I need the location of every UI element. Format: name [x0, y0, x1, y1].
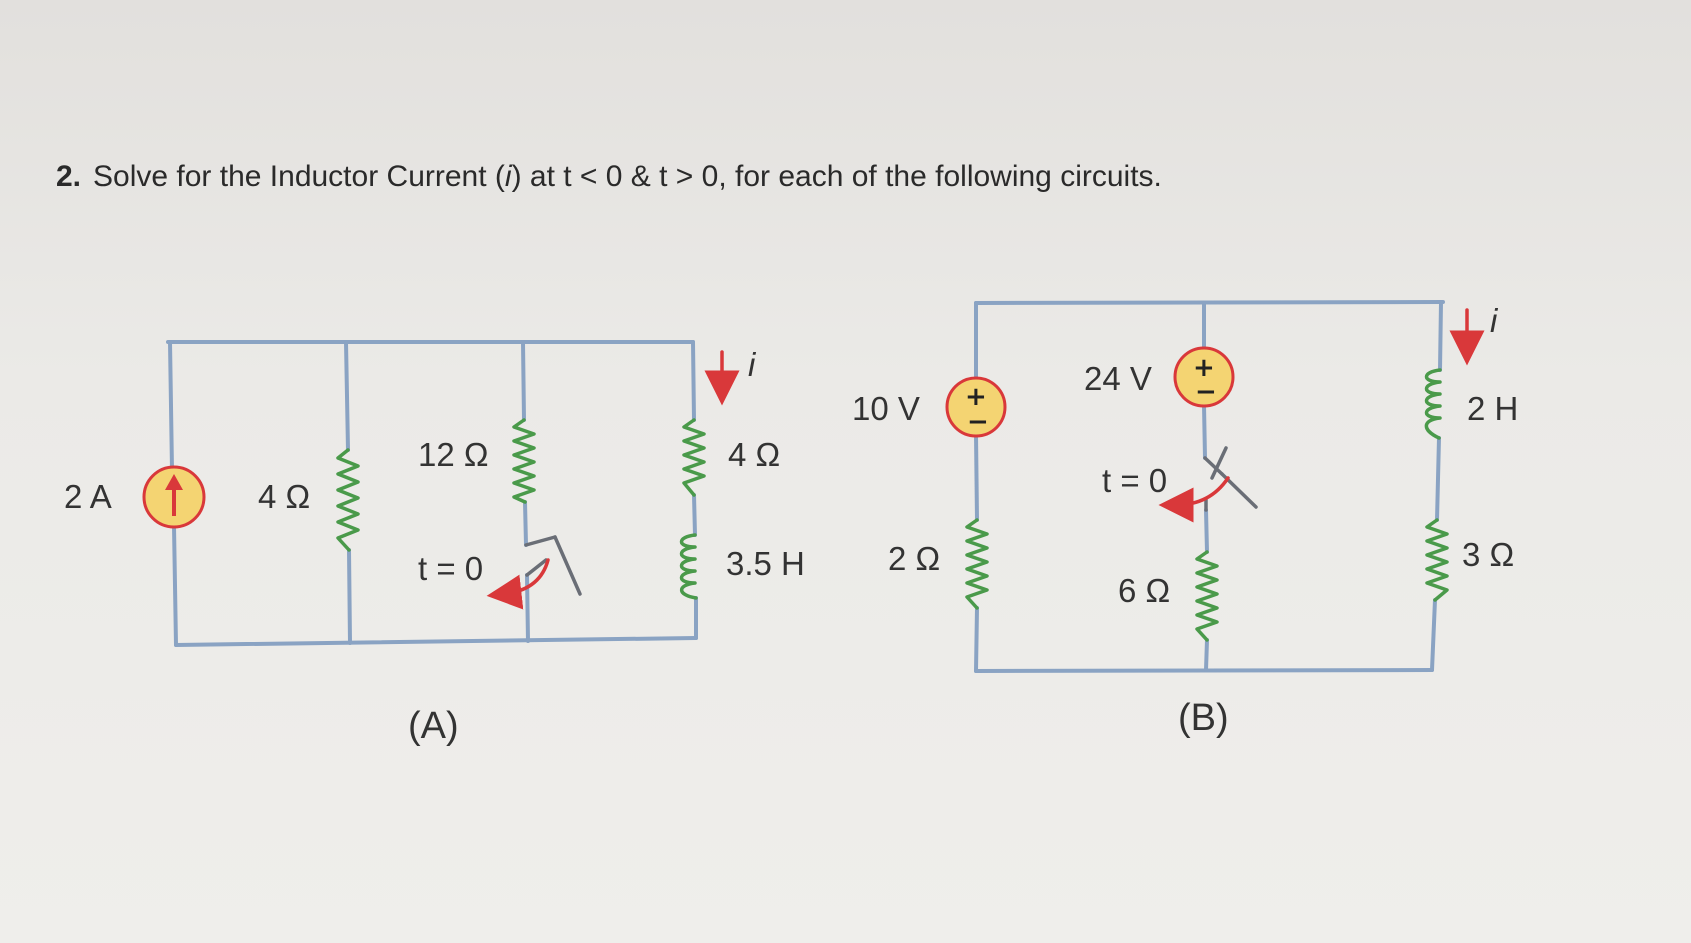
circuit-a-wire-r2-mid	[523, 500, 528, 547]
circuit-a-wire-r3-top	[691, 340, 696, 422]
circuit-a-inductor	[679, 533, 698, 600]
circuit-b-wire-top	[974, 300, 1445, 305]
question-text-end: ) at t < 0 & t > 0, for each of the foll…	[511, 160, 1162, 193]
circuit-a-wire-left-upper	[168, 340, 174, 472]
circuit-b-wire-mid-lower	[1204, 508, 1209, 554]
circuit-b: + − + − 10 V 2 Ω 24 V t	[852, 300, 1518, 739]
circuit-b-source1-label: 10 V	[852, 390, 920, 427]
circuit-b-source2-label: 24 V	[1084, 360, 1152, 397]
circuit-a-resistor-4ohm-series	[682, 418, 706, 497]
circuit-b-10v-plus: +	[965, 382, 987, 412]
circuit-a-wire-left-lower	[172, 524, 178, 647]
circuit-a-current-source	[142, 465, 206, 529]
circuit-a-resistor-4ohm	[336, 448, 360, 552]
circuit-b-current-label: i	[1490, 302, 1499, 339]
circuit-b-switch-label: t = 0	[1102, 462, 1167, 499]
circuit-b-24v-minus: −	[1195, 377, 1217, 407]
question-text: 2. Solve for the Inductor Current (i) at …	[56, 160, 1162, 194]
circuit-b-switch	[1158, 446, 1258, 523]
circuit-b-resistor-2ohm	[965, 518, 989, 610]
circuit-a-source-label: 2 A	[64, 478, 112, 515]
circuit-a-inductor-label: 3.5 H	[726, 545, 805, 582]
circuit-a-wire-bottom	[174, 636, 698, 647]
circuit-b-caption: (B)	[1178, 697, 1229, 739]
circuit-a-switch	[486, 535, 582, 610]
circuit-b-wire-right-bottom	[1430, 598, 1437, 672]
circuit-a-wire-r1-bottom	[347, 548, 352, 645]
circuit-b-inductor-label: 2 H	[1467, 390, 1518, 427]
circuit-b-inductor	[1424, 368, 1442, 440]
circuit-a-wire-r2-top	[521, 340, 526, 422]
circuit-a-current-label: i	[748, 346, 757, 383]
circuit-a-r1-label: 4 Ω	[258, 478, 310, 515]
circuit-b-24v-plus: +	[1193, 353, 1215, 383]
question-number: 2.	[56, 160, 82, 193]
circuit-b-wire-right-top	[1438, 300, 1443, 372]
circuit-b-r2-label: 6 Ω	[1118, 572, 1170, 609]
circuit-a-resistor-12ohm	[512, 418, 536, 504]
circuit-a: 2 A 4 Ω 12 Ω t = 0 4 Ω 3.5 H i (A)	[64, 340, 805, 747]
circuit-b-r1-label: 2 Ω	[888, 540, 940, 577]
circuit-b-voltage-source-24v: + −	[1173, 346, 1235, 408]
circuit-b-wire-mid-upper	[1202, 403, 1207, 460]
circuit-b-wire-left-mid	[974, 432, 979, 522]
circuit-a-wire-l-mid	[692, 493, 697, 537]
circuit-a-r2-label: 12 Ω	[418, 436, 489, 473]
circuit-a-wire-r1-top	[344, 340, 350, 452]
circuit-b-wire-left-bottom	[974, 606, 979, 673]
circuit-a-caption: (A)	[408, 705, 459, 747]
circuit-b-resistor-3ohm	[1425, 518, 1449, 602]
circuit-b-10v-minus: −	[967, 407, 989, 437]
circuit-a-r3-label: 4 Ω	[728, 436, 780, 473]
circuit-b-resistor-6ohm	[1195, 550, 1219, 642]
circuit-b-wire-right-mid	[1435, 436, 1441, 522]
circuit-b-r3-label: 3 Ω	[1462, 536, 1514, 573]
question-text-start: Solve for the Inductor Current (	[93, 160, 505, 193]
circuit-b-voltage-source-10v: + −	[945, 376, 1007, 438]
circuit-a-switch-label: t = 0	[418, 550, 483, 587]
question-variable: i	[504, 160, 512, 193]
circuit-b-wire-bottom	[974, 668, 1434, 673]
circuit-b-wire-mid-bottom	[1204, 638, 1209, 672]
